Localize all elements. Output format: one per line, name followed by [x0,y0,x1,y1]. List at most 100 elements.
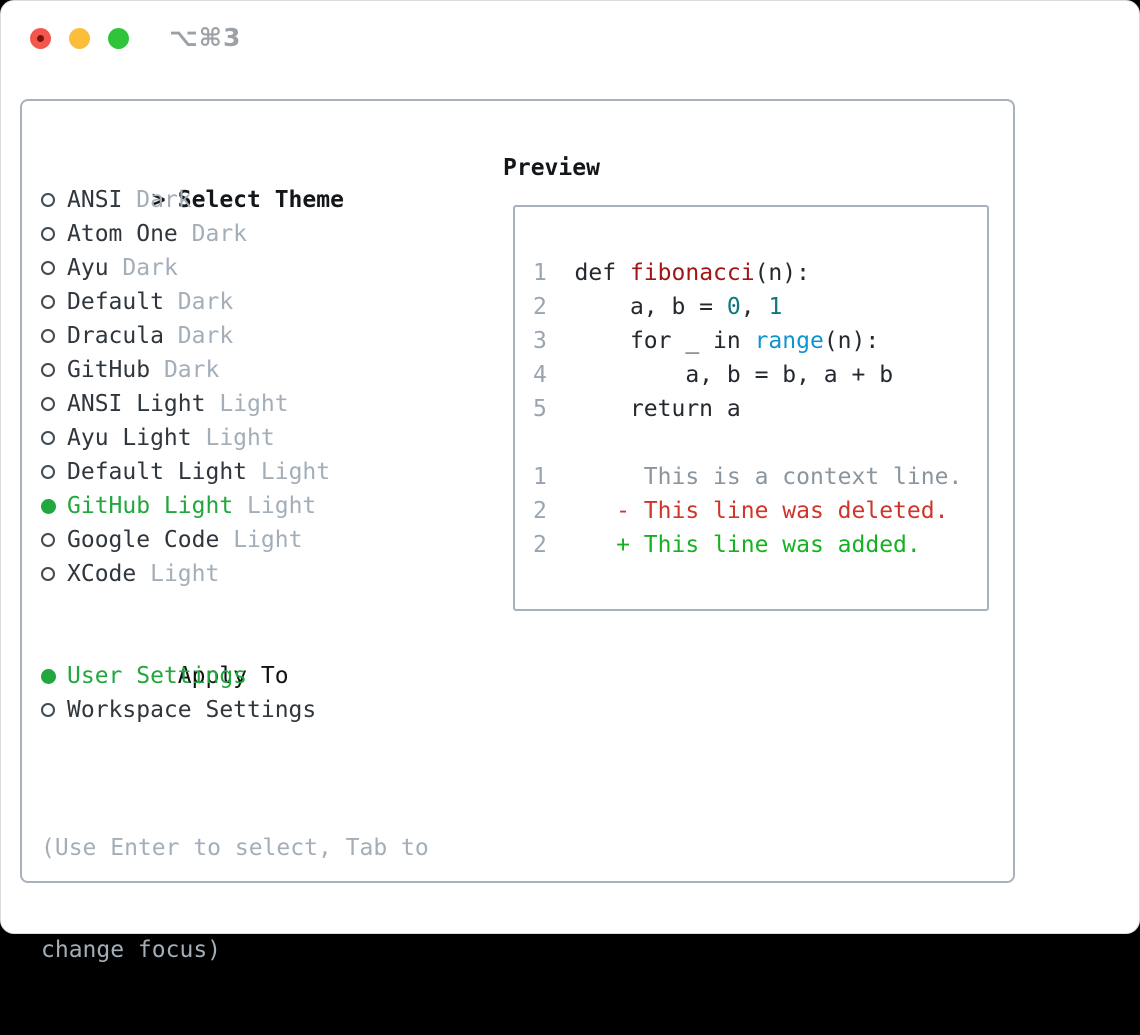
window-title: ⌥⌘3 [169,23,242,52]
apply-to-label: Workspace Settings [67,697,317,723]
theme-variant-label: Light [260,459,331,485]
radio-icon [41,353,67,387]
theme-name: Ayu [67,255,109,281]
theme-variant-label: Light [205,425,275,451]
code-line: 2 + This line was added. [533,528,987,562]
theme-name: Default Light [67,459,248,485]
radio-icon [41,693,67,727]
code-segment: + This line was added. [616,532,921,558]
radio-unselected-icon [41,227,55,241]
code-line: 5 return a [533,392,987,426]
code-line: 1 This is a context line. [533,460,987,494]
radio-icon [41,285,67,319]
code-segment: def [546,260,630,286]
code-segment: (n): [754,260,810,286]
theme-option[interactable]: ANSI Light Light [41,387,289,421]
code-segment: 0 [726,294,741,320]
code-line: 2 - This line was deleted. [533,494,987,528]
code-segment: a, b = [546,294,727,320]
theme-name: ANSI [67,187,123,213]
radio-icon [41,251,67,285]
code-line: 1 def fibonacci(n): [533,256,987,290]
radio-unselected-icon [41,193,55,207]
theme-name: GitHub [67,357,151,383]
theme-name: ANSI Light [67,391,206,417]
code-line [533,426,987,460]
code-segment: a, b = b, a + b [546,362,894,388]
code-segment: 2 [533,498,547,524]
close-dot-icon [37,35,44,42]
code-segment: 2 [533,532,547,558]
code-segment: 1 [768,294,783,320]
code-segment: 1 [533,260,547,286]
apply-to-option[interactable]: User Settings [41,659,247,693]
radio-selected-icon [41,668,56,684]
radio-icon [41,557,67,591]
apply-to-title: Apply To [177,663,289,689]
theme-option[interactable]: GitHub Dark [41,353,219,387]
theme-variant-label: Light [247,493,317,519]
radio-icon [41,421,67,455]
code-segment: 3 [533,328,547,354]
prompt-icon: > [151,187,166,213]
theme-name: Google Code [67,527,220,553]
apply-to-option[interactable]: Workspace Settings [41,693,316,727]
radio-unselected-icon [41,703,55,717]
code-segment: This is a context line. [546,464,963,490]
theme-option[interactable]: Ayu Dark [41,251,178,285]
radio-icon [41,489,67,523]
theme-name: XCode [67,561,137,587]
theme-option[interactable]: Ayu Light Light [41,421,275,455]
theme-option[interactable]: Dracula Dark [41,319,233,353]
theme-name: Default [67,289,164,315]
radio-unselected-icon [41,295,55,309]
code-line: 4 a, b = b, a + b [533,358,987,392]
code-segment: range [754,328,824,354]
theme-option[interactable]: XCode Light [41,557,219,591]
code-segment: 1 [533,464,547,490]
radio-icon [41,319,67,353]
radio-unselected-icon [41,329,55,343]
theme-variant-label: Dark [191,221,248,247]
theme-variant-label: Dark [122,255,178,281]
code-segment [547,498,616,524]
code-segment: for _ in [546,328,755,354]
help-line: change focus) [41,937,222,963]
radio-selected-icon [41,498,56,514]
close-button[interactable] [30,28,51,49]
theme-option[interactable]: GitHub Light Light [41,489,316,523]
radio-unselected-icon [41,363,55,377]
help-line: (Use Enter to select, Tab to [41,835,429,861]
code-segment: 5 [533,396,547,422]
theme-option[interactable]: Google Code Light [41,523,302,557]
theme-name: Atom One [67,221,178,247]
theme-variant-label: Light [219,391,289,417]
code-line: 3 for _ in range(n): [533,324,987,358]
help-text: (Use Enter to select, Tab to change focu… [41,763,481,1035]
select-theme-header: > Select Theme [41,149,344,213]
select-theme-title: Select Theme [177,187,344,213]
code-segment: 4 [533,362,547,388]
radio-unselected-icon [41,533,55,547]
radio-unselected-icon [41,261,55,275]
theme-option[interactable]: ANSI Dark [41,183,192,217]
theme-variant-label: Dark [177,323,234,349]
theme-option[interactable]: Default Dark [41,285,233,319]
radio-unselected-icon [41,397,55,411]
theme-variant-label: Light [150,561,220,587]
code-segment: fibonacci [629,260,755,286]
theme-variant-label: Dark [136,187,192,213]
code-line: 2 a, b = 0, 1 [533,290,987,324]
minimize-button[interactable] [69,28,90,49]
theme-variant-label: Dark [163,357,220,383]
theme-option[interactable]: Default Light Light [41,455,330,489]
titlebar: ⌥⌘3 [1,1,1139,76]
theme-option[interactable]: Atom One Dark [41,217,247,251]
theme-variant-label: Dark [177,289,234,315]
zoom-button[interactable] [108,28,129,49]
apply-to-header: Apply To [41,625,289,689]
